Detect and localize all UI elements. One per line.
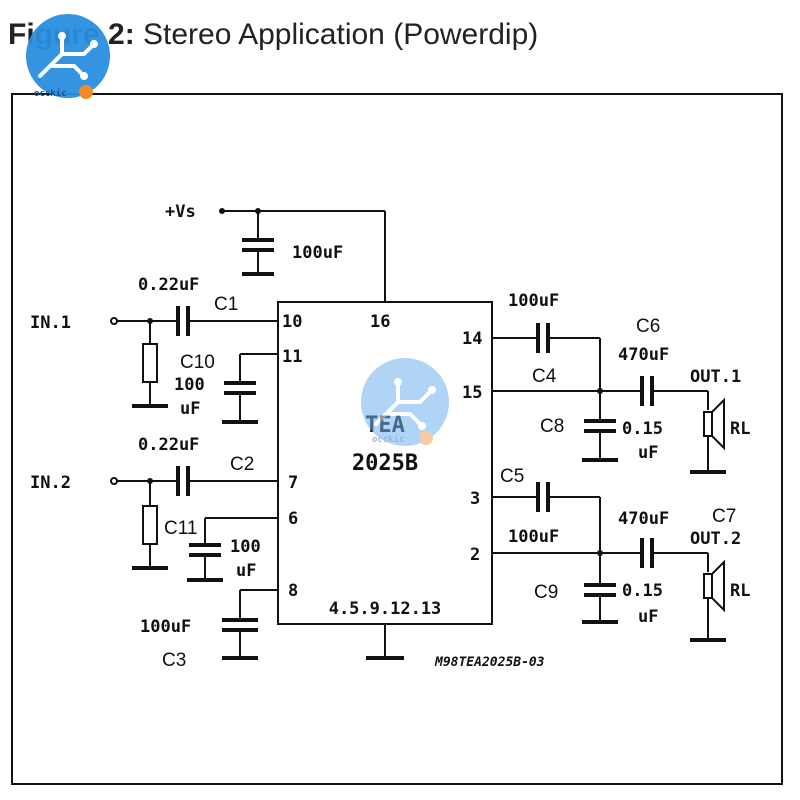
c4-value: 100uF [508, 291, 559, 311]
c8-value-line1: 0.15 [622, 419, 663, 439]
c7-ref: C7 [712, 506, 736, 527]
c4-ref: C4 [532, 366, 557, 387]
c6-ref: C6 [636, 316, 660, 337]
pin-10: 10 [282, 312, 302, 332]
pin-11: 11 [282, 347, 302, 367]
output-2-label: OUT.2 [690, 529, 741, 549]
c6-value: 470uF [618, 345, 669, 365]
c10-ref: C10 [180, 352, 215, 373]
c9-value-line1: 0.15 [622, 581, 663, 601]
c5-ref: C5 [500, 466, 524, 487]
output-1-label: OUT.1 [690, 367, 741, 387]
c10-value-line1: 100 [174, 375, 205, 395]
speaker-2-icon [703, 573, 713, 599]
speaker-1-icon [703, 411, 713, 437]
c2-ref: C2 [230, 454, 254, 475]
ic-name-line2: 2025B [352, 451, 418, 476]
c10-value-line2: uF [180, 399, 200, 419]
pin-6: 6 [288, 509, 298, 529]
c2-value: 0.22uF [138, 435, 199, 455]
input-2-terminal [110, 477, 118, 485]
c8-value-line2: uF [638, 443, 658, 463]
c11-value-line2: uF [236, 561, 256, 581]
c7-value: 470uF [618, 509, 669, 529]
speaker-2-cone [711, 559, 725, 613]
pin-8: 8 [288, 581, 298, 601]
c1-value: 0.22uF [138, 275, 199, 295]
c5-value: 100uF [508, 527, 559, 547]
c9-value-line2: uF [638, 607, 658, 627]
pin-3: 3 [470, 489, 480, 509]
ic-ground-pins: 4.5.9.12.13 [329, 599, 442, 619]
resistor-2 [142, 505, 158, 545]
supply-label: +Vs [165, 202, 196, 222]
figure-caption: Stereo Application (Powerdip) [143, 18, 539, 51]
c11-ref: C11 [164, 518, 197, 539]
c3-ref: C3 [162, 650, 186, 671]
ic-part-code: M98TEA2025B-03 [434, 655, 545, 670]
watermark-logo-center: occkic [361, 358, 449, 446]
load-2-label: RL [730, 581, 750, 601]
resistor-1 [142, 343, 158, 383]
pin-15: 15 [462, 383, 482, 403]
pin-16: 16 [370, 312, 390, 332]
load-1-label: RL [730, 419, 750, 439]
c3-value: 100uF [140, 617, 191, 637]
c11-value-line1: 100 [230, 537, 261, 557]
c8-ref: C8 [540, 416, 564, 437]
input-2-label: IN.2 [30, 473, 71, 493]
c1-ref: C1 [214, 294, 238, 315]
pin-2: 2 [470, 545, 480, 565]
pin-14: 14 [462, 329, 482, 349]
watermark-text-center: occkic [372, 434, 405, 445]
diagram-frame [11, 93, 783, 785]
pin-7: 7 [288, 473, 298, 493]
supply-cap-value: 100uF [292, 243, 343, 263]
watermark-text-top: occkic [34, 88, 67, 99]
input-1-terminal [110, 317, 118, 325]
input-1-label: IN.1 [30, 313, 71, 333]
watermark-logo-top: occkic [26, 14, 110, 99]
c9-ref: C9 [534, 582, 558, 603]
speaker-1-cone [711, 397, 725, 451]
